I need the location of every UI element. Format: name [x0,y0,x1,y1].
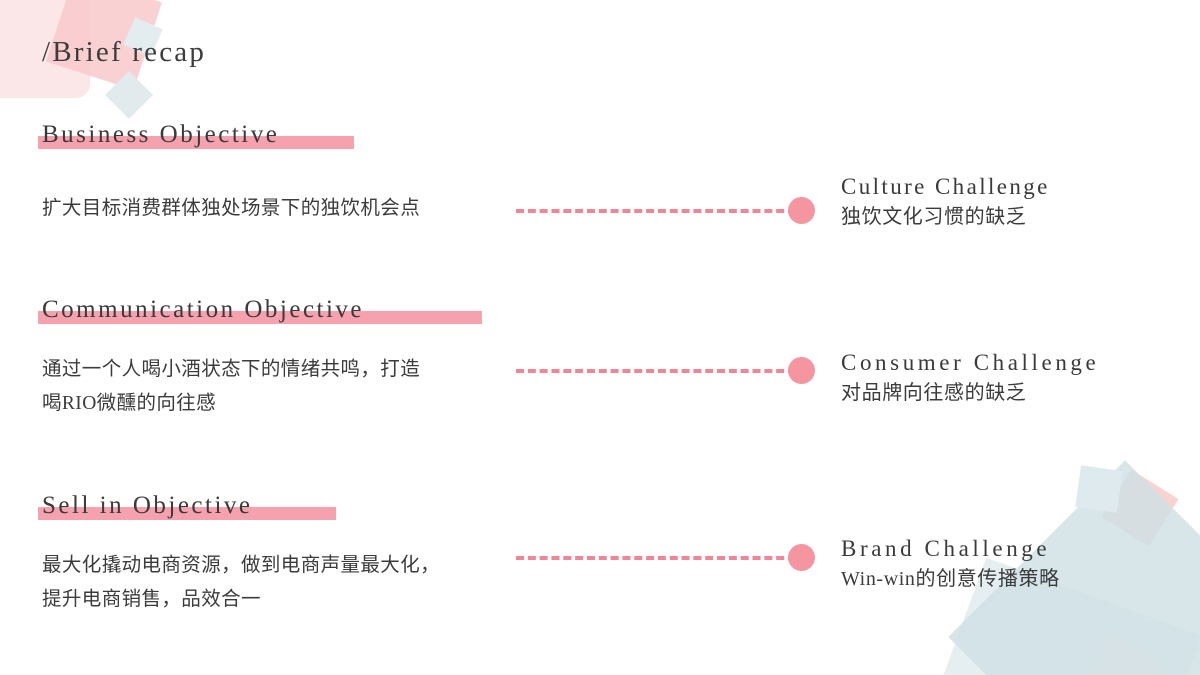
body-line: 通过一个人喝小酒状态下的情绪共鸣，打造 [42,359,421,380]
connector-endpoint-dot [788,197,815,224]
body-line: 提升电商销售，品效合一 [42,589,261,610]
section-heading-business: Business Objective [38,121,354,149]
challenge-communication: Consumer Challenge 对品牌向往感的缺乏 [841,348,1099,409]
challenge-title-en: Brand Challenge [841,536,1051,561]
section-body-sell-in: 最大化撬动电商资源，做到电商声量最大化， 提升电商销售，品效合一 [42,549,440,617]
section-heading-communication: Communication Objective [38,296,482,324]
challenge-brand: Brand Challenge Win-win的创意传播策略 [841,534,1060,595]
section-body-business: 扩大目标消费群体独处场景下的独饮机会点 [42,192,420,226]
decor-pink-square-bottom-right [1101,469,1179,547]
heading-text: Communication Objective [42,296,365,323]
challenge-title-en: Culture Challenge [841,174,1050,199]
page-title: /Brief recap [42,36,207,68]
connector-endpoint-dot [788,544,815,571]
decor-blue-diamond-top-left [104,70,154,120]
challenge-title-cn: Win-win的创意传播策略 [841,568,1060,590]
decor-pink-wisp-bottom-right [1088,634,1164,675]
dashed-connector-line [516,209,796,213]
decor-blue-square-small-bottom-right [1075,465,1123,513]
body-line: 喝RIO微醺的向往感 [42,393,217,414]
body-line: 扩大目标消费群体独处场景下的独饮机会点 [42,198,421,219]
body-line: 最大化撬动电商资源，做到电商声量最大化， [42,555,441,576]
dashed-connector-line [516,369,796,373]
challenge-title-cn: 对品牌向往感的缺乏 [841,382,1027,404]
dashed-connector-line [516,556,796,560]
section-heading-sell-in: Sell in Objective [38,492,336,520]
section-body-communication: 通过一个人喝小酒状态下的情绪共鸣，打造 喝RIO微醺的向往感 [42,353,420,421]
challenge-title-en: Consumer Challenge [841,350,1100,375]
connector-endpoint-dot [788,357,815,384]
challenge-title-cn: 独饮文化习惯的缺乏 [841,206,1027,228]
heading-text: Business Objective [42,121,280,148]
challenge-business: Culture Challenge 独饮文化习惯的缺乏 [841,172,1050,233]
heading-text: Sell in Objective [42,492,253,519]
